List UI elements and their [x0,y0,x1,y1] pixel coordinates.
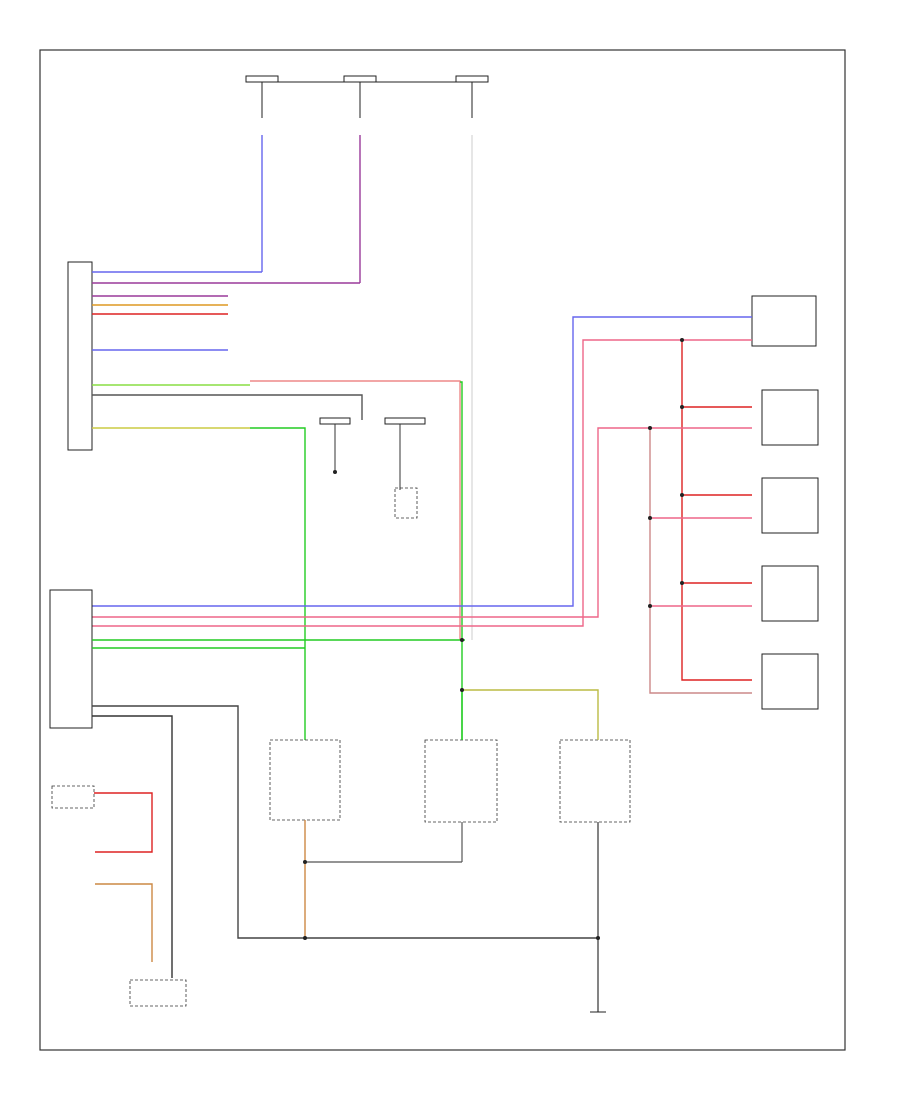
wire-top-pink [250,380,461,640]
junction-dots [303,338,684,940]
wire-reader-red [94,792,153,853]
wire-right-gray-bus [649,428,752,694]
right-switch-group [751,295,819,710]
wire-top-green2 [250,427,306,740]
diagram-frame [39,49,846,1051]
wire-top-green3 [460,381,463,740]
switch-center-left [319,417,351,474]
relay-right [559,739,631,1012]
fuse-1 [245,75,279,118]
wire-right-pink2 [92,427,752,618]
reader-box [51,785,95,809]
wire-right-red-bus [681,340,752,681]
fuse-2 [343,75,377,118]
wire-bottom-black2 [92,715,173,978]
control-module-bottom [49,589,93,729]
control-module-top [67,261,93,451]
relay-left [269,739,341,938]
relay-center [305,739,498,863]
wire-top-black [92,394,363,420]
sensor-center [384,417,426,519]
ground-left-box [129,979,187,1007]
wire-relay-yellow [462,689,599,740]
wire-right-blue [92,316,752,607]
fuse-3 [455,75,489,118]
wire-reader-orange [95,883,153,962]
wire-right-pink [92,339,752,627]
fuse-block-top [245,75,489,118]
wire-bottom-black1 [92,705,598,939]
